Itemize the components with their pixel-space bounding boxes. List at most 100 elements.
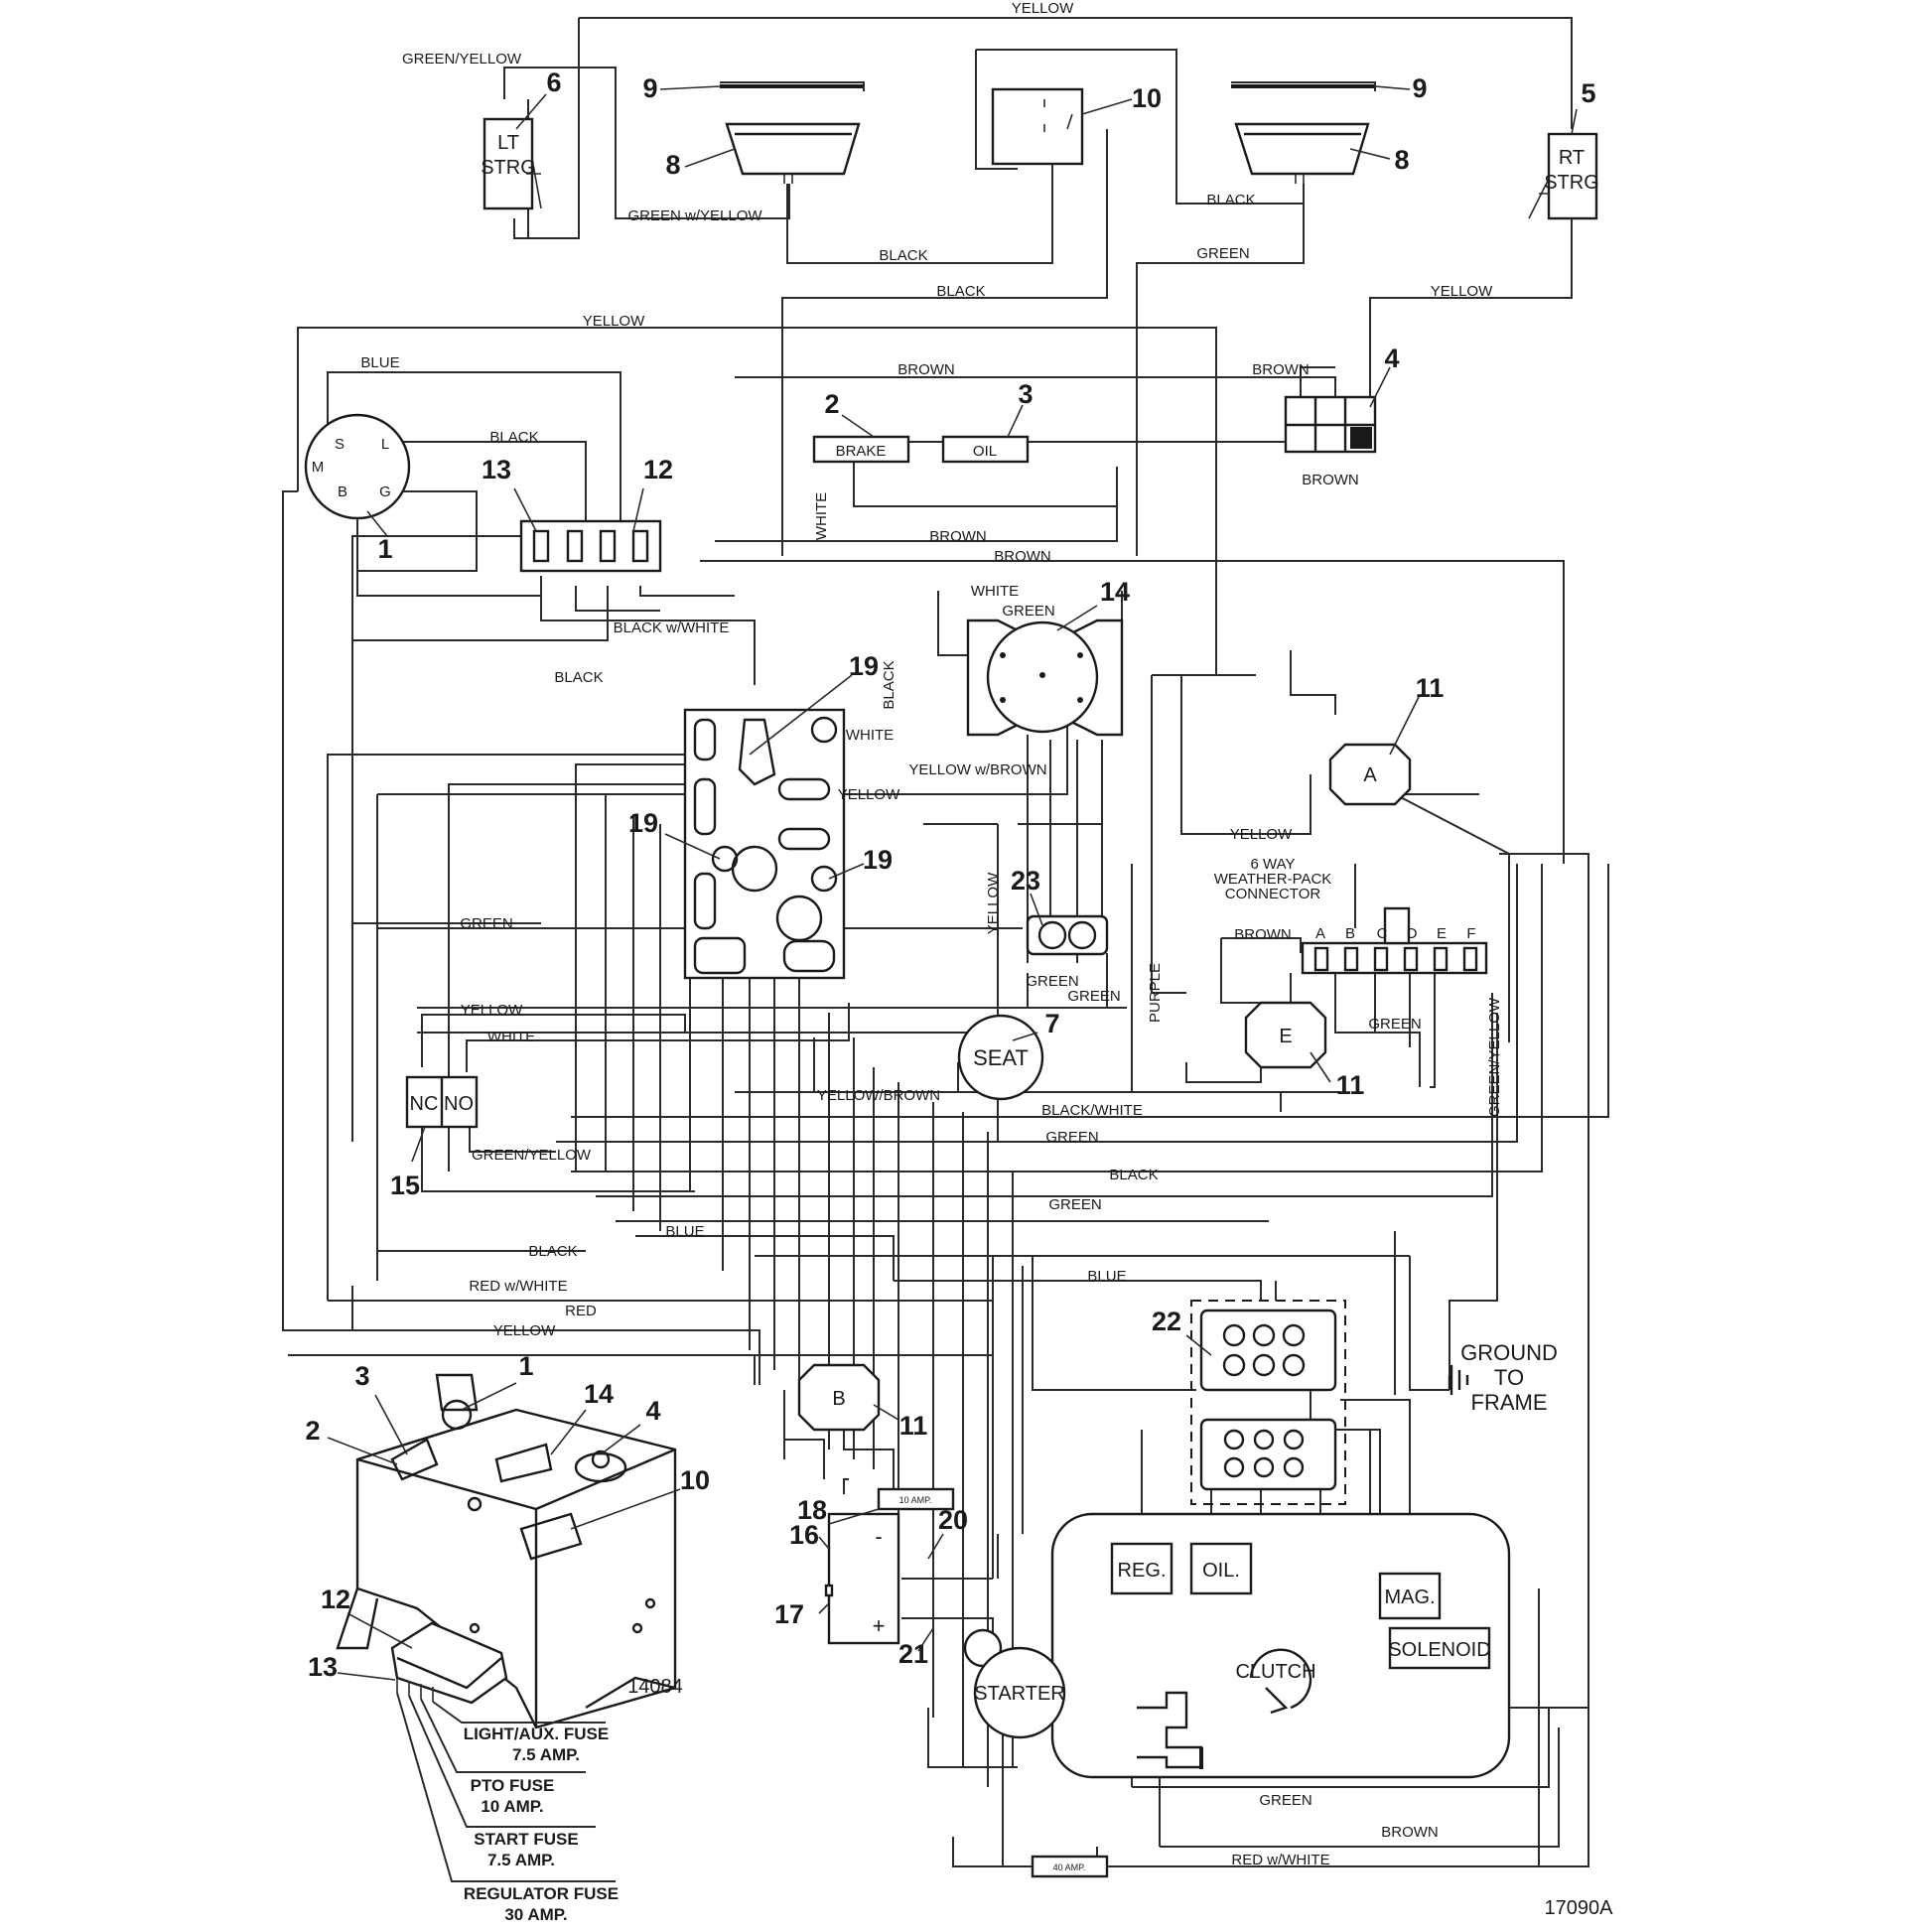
callout-1: 1 xyxy=(377,534,392,564)
callout-11-e: 11 xyxy=(1336,1070,1365,1100)
ground-label-2: TO xyxy=(1494,1365,1524,1390)
callout-panel-13: 13 xyxy=(308,1652,338,1682)
panel-callout-leaders xyxy=(327,1382,681,1681)
seat-switch: SEAT xyxy=(957,1014,1044,1101)
inline-fuse-10amp: 10 AMP. xyxy=(877,1487,955,1511)
svg-text:YELLOW w/BROWN: YELLOW w/BROWN xyxy=(908,761,1046,778)
callout-8-left: 8 xyxy=(665,150,680,180)
callout-panel-4: 4 xyxy=(645,1396,660,1426)
solenoid-label: SOLENOID xyxy=(1388,1639,1490,1661)
regulator: REG. xyxy=(1110,1542,1173,1595)
svg-text:BLACK/WHITE: BLACK/WHITE xyxy=(1041,1102,1143,1119)
svg-text:BROWN: BROWN xyxy=(994,548,1051,565)
svg-text:40 AMP.: 40 AMP. xyxy=(1053,1863,1086,1872)
svg-text:YELLOW/BROWN: YELLOW/BROWN xyxy=(817,1087,940,1104)
clutch-label: CLUTCH xyxy=(1235,1661,1315,1683)
headlight-left xyxy=(725,122,861,184)
fuse-legend-name-2: PTO FUSE xyxy=(471,1776,555,1795)
oil-sender-label: OIL. xyxy=(1202,1560,1240,1582)
svg-text:E: E xyxy=(1437,925,1447,942)
svg-text:BLUE: BLUE xyxy=(360,354,399,371)
drawing-number: 17090A xyxy=(1545,1897,1614,1919)
headlight-lens-left xyxy=(720,81,865,91)
battery-positive: + xyxy=(873,1613,886,1638)
pto-relay xyxy=(1137,1691,1203,1769)
fuse-legend-name-4: REGULATOR FUSE xyxy=(464,1884,619,1903)
callout-12: 12 xyxy=(643,455,673,484)
svg-text:YELLOW: YELLOW xyxy=(493,1322,556,1339)
headlight-right xyxy=(1234,122,1370,184)
svg-text:BROWN: BROWN xyxy=(1234,926,1292,943)
magneto: MAG. xyxy=(1378,1572,1442,1620)
oil-light: OIL xyxy=(941,435,1030,464)
svg-text:G: G xyxy=(379,483,391,500)
callout-13: 13 xyxy=(482,455,511,484)
svg-text:YELLOW: YELLOW xyxy=(583,313,645,330)
battery-negative: - xyxy=(875,1524,882,1549)
svg-text:GREEN: GREEN xyxy=(1368,1016,1421,1033)
svg-text:BLACK: BLACK xyxy=(528,1243,577,1260)
callout-11-a: 11 xyxy=(1416,673,1445,703)
fuse-legend-rating-2: 10 AMP. xyxy=(481,1797,543,1816)
svg-text:GREEN: GREEN xyxy=(1045,1129,1098,1146)
weather-pack-labels: 6 WAY WEATHER-PACK CONNECTOR A B C D E F xyxy=(1214,856,1476,942)
reg-label: REG. xyxy=(1118,1560,1167,1582)
svg-text:BROWN: BROWN xyxy=(1302,472,1359,488)
svg-text:GREEN/YELLOW: GREEN/YELLOW xyxy=(1486,997,1503,1117)
connector-a: A xyxy=(1328,743,1412,806)
callout-leaders xyxy=(366,85,1578,1652)
svg-text:RED w/WHITE: RED w/WHITE xyxy=(469,1278,567,1295)
svg-text:BLACK: BLACK xyxy=(881,660,897,709)
callout-panel-3: 3 xyxy=(354,1361,369,1391)
wire-labels: YELLOW GREEN/YELLOW GREEN w/YELLOW BLACK… xyxy=(360,0,1503,1868)
svg-text:YELLOW: YELLOW xyxy=(1431,283,1493,300)
ground-symbol: GROUND TO FRAME xyxy=(1448,1340,1558,1415)
battery: - + xyxy=(824,1512,900,1645)
fuse-legend-rating-3: 7.5 AMP. xyxy=(487,1851,555,1869)
engine-connector xyxy=(1190,1300,1346,1505)
solenoid: SOLENOID xyxy=(1388,1626,1491,1670)
callout-6: 6 xyxy=(546,68,561,97)
callout-4: 4 xyxy=(1384,344,1399,373)
panel-part-number: 14084 xyxy=(627,1676,683,1698)
ground-label-3: FRAME xyxy=(1471,1390,1548,1415)
callout-5: 5 xyxy=(1581,78,1595,108)
callout-18: 18 xyxy=(797,1495,827,1525)
left-steering-switch: LT STRG xyxy=(481,117,542,210)
fuse-legend-name-1: LIGHT/AUX. FUSE xyxy=(464,1725,609,1743)
callout-3: 3 xyxy=(1018,379,1033,409)
callout-panel-14: 14 xyxy=(584,1379,614,1409)
svg-text:10 AMP.: 10 AMP. xyxy=(899,1495,932,1505)
callout-11-b: 11 xyxy=(899,1411,928,1441)
brake-light: BRAKE xyxy=(812,435,910,464)
svg-text:GREEN: GREEN xyxy=(1026,973,1078,990)
callout-20: 20 xyxy=(938,1505,968,1535)
callout-panel-1: 1 xyxy=(518,1351,533,1381)
diode-pack xyxy=(1026,914,1109,956)
connector-b-label: B xyxy=(832,1388,845,1410)
svg-text:BLACK w/WHITE: BLACK w/WHITE xyxy=(614,620,730,636)
svg-text:BLACK: BLACK xyxy=(489,429,538,446)
svg-text:GREEN: GREEN xyxy=(1002,603,1054,620)
seat-label: SEAT xyxy=(973,1045,1029,1070)
nc-label: NC xyxy=(410,1093,439,1115)
hour-meter xyxy=(966,619,1124,737)
svg-text:YELLOW: YELLOW xyxy=(461,1002,523,1019)
callout-7: 7 xyxy=(1044,1009,1059,1038)
svg-text:C: C xyxy=(1377,925,1388,942)
callout-2: 2 xyxy=(824,389,839,419)
svg-text:GREEN/YELLOW: GREEN/YELLOW xyxy=(402,51,522,68)
svg-text:WHITE: WHITE xyxy=(813,492,830,540)
headlight-lens-right xyxy=(1231,81,1376,91)
callout-9-right: 9 xyxy=(1412,73,1427,103)
callout-17: 17 xyxy=(774,1599,804,1629)
svg-text:WHITE: WHITE xyxy=(846,727,894,744)
svg-text:BLACK: BLACK xyxy=(879,247,927,264)
svg-text:YELLOW: YELLOW xyxy=(1230,826,1293,843)
svg-text:BLUE: BLUE xyxy=(665,1223,704,1240)
svg-text:BROWN: BROWN xyxy=(1252,361,1310,378)
ground-label-1: GROUND xyxy=(1460,1340,1558,1365)
lt-strg-label-1: LT xyxy=(497,132,519,154)
lt-strg-label-2: STRG xyxy=(481,157,536,179)
